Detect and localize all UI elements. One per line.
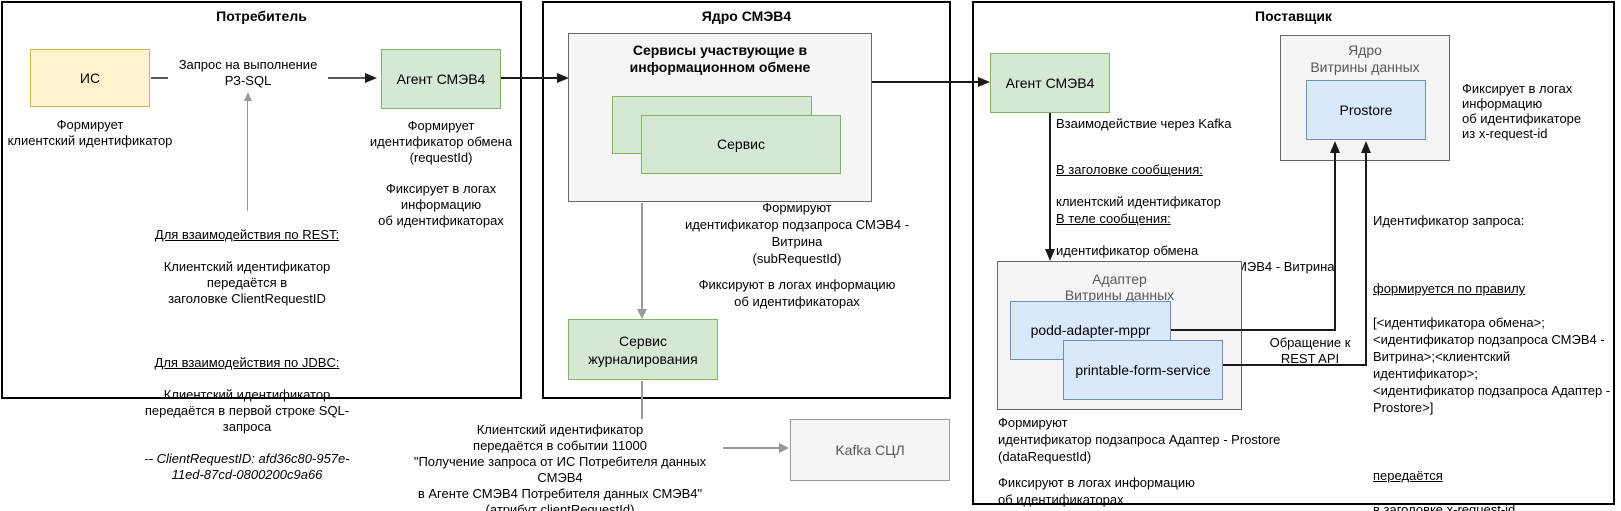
provider-body-heading: В теле сообщения: xyxy=(1056,211,1171,226)
arrow-podd-to-prostore-hline xyxy=(1171,329,1336,331)
consumer-agent-note-top: Формирует идентификатор обмена (requestI… xyxy=(369,118,513,165)
request-id-note: Идентификатор запроса: формируется по пр… xyxy=(1373,195,1616,511)
podd-adapter-label: podd-adapter-mppr xyxy=(1030,322,1151,338)
is-node-label: ИС xyxy=(79,69,101,86)
panel-consumer-title: Потребитель xyxy=(216,8,307,24)
printable-form-service-node: printable-form-service xyxy=(1063,340,1223,400)
service-node-label: Сервис xyxy=(717,136,765,152)
provider-agent-label: Агент СМЭВ4 xyxy=(1005,74,1095,91)
arrow-services-to-provider-line xyxy=(872,81,979,83)
arrow-pfs-to-prostore-hline xyxy=(1223,364,1367,366)
pass-body: в заголовке x-request-id xyxy=(1373,502,1516,511)
jdbc-note-body: Клиентский идентификатор передаётся в пе… xyxy=(144,387,350,434)
consumer-agent-note-bottom: Фиксирует в логах информацию об идентифи… xyxy=(378,181,504,228)
rest-api-label: Обращение к REST API xyxy=(1269,335,1351,366)
rest-jdbc-note: Для взаимодействия по REST: Клиентский и… xyxy=(117,211,377,499)
note-to-kafka-line xyxy=(723,447,780,449)
provider-agent-node: Агент СМЭВ4 xyxy=(990,53,1110,113)
journal-note: Клиентский идентификатор передаётся в со… xyxy=(413,422,707,511)
note-to-label-line xyxy=(247,99,248,211)
service-node-front: Сервис xyxy=(641,115,841,174)
provider-header-body: клиентский идентификатор xyxy=(1056,194,1221,209)
services-to-journal-head xyxy=(637,309,647,319)
provider-kafka-note: Взаимодействие через Kafka xyxy=(1056,116,1232,131)
note-to-kafka-head xyxy=(779,443,789,453)
services-to-journal-line xyxy=(641,203,643,310)
adapter-container-title: Адаптер Витрины данных xyxy=(1064,271,1175,303)
rule-body: [<идентификатора обмена>; <идентификатор… xyxy=(1373,315,1611,415)
is-node: ИС xyxy=(30,49,150,107)
arrow-services-to-provider-head xyxy=(978,77,990,87)
journal-service-node: Сервис журналирования xyxy=(568,319,718,380)
journal-to-note-line xyxy=(641,381,643,419)
consumer-agent-node: Агент СМЭВ4 xyxy=(381,49,501,109)
provider-header-heading: В заголовке сообщения: xyxy=(1056,162,1203,177)
arrow-agent-to-adapter-line xyxy=(1049,113,1051,250)
jdbc-note-example: -- ClientRequestID: afd36c80-957e- 11ed-… xyxy=(144,451,350,482)
panel-core-title: Ядро СМЭВ4 xyxy=(701,8,792,24)
note-to-label-arrowhead xyxy=(244,92,252,101)
request-rz-sql-label: Запрос на выполнение РЗ-SQL xyxy=(168,57,328,89)
arrow-podd-to-prostore-head xyxy=(1330,141,1340,153)
services-note2: Фиксируют в логах информацию об идентифи… xyxy=(698,277,896,309)
arrow-pfs-to-prostore-vline xyxy=(1365,151,1367,366)
rule-heading: формируется по правилу xyxy=(1373,281,1526,296)
prostore-label: Prostore xyxy=(1339,101,1393,118)
arrow-agent-to-adapter-head xyxy=(1045,249,1055,261)
jdbc-note-heading: Для взаимодействия по JDBC: xyxy=(154,355,340,370)
adapter-note2: Фиксируют в логах информацию об идентифи… xyxy=(998,475,1195,507)
arrow-agent-to-services-line xyxy=(501,77,558,79)
vitrina-core-title: Ядро Витрины данных xyxy=(1310,42,1420,75)
rest-note-body: Клиентский идентификатор передаётся в за… xyxy=(163,259,331,306)
kafka-scl-label: Kafka СЦЛ xyxy=(835,441,905,458)
pass-heading: передаётся xyxy=(1373,468,1443,483)
request-id-gap1 xyxy=(1373,246,1616,263)
rest-jdbc-gap xyxy=(117,323,377,339)
provider-header-note: В заголовке сообщения: клиентский иденти… xyxy=(1056,146,1346,226)
printable-form-service-label: printable-form-service xyxy=(1075,361,1211,378)
services-note: Формируют идентификатор подзапроса СМЭВ4… xyxy=(684,200,910,266)
adapter-note: Формируют идентификатор подзапроса Адапт… xyxy=(998,415,1281,464)
arrow-agent-to-services-head xyxy=(557,73,569,83)
request-id-title: Идентификатор запроса: xyxy=(1373,213,1525,228)
journal-service-label: Сервис журналирования xyxy=(588,332,698,367)
arrow-podd-to-prostore-vline xyxy=(1334,151,1336,331)
kafka-scl-node: Kafka СЦЛ xyxy=(790,419,950,481)
prostore-note: Фиксирует в логах информацию об идентифи… xyxy=(1462,81,1582,141)
request-id-gap2 xyxy=(1373,433,1616,450)
arrow-pfs-to-prostore-head xyxy=(1361,141,1371,153)
prostore-node: Prostore xyxy=(1306,80,1426,140)
arrow-is-to-agent-head xyxy=(365,73,377,83)
consumer-agent-label: Агент СМЭВ4 xyxy=(396,70,486,87)
rest-note-heading: Для взаимодействия по REST: xyxy=(154,227,340,242)
panel-provider-title: Поставщик xyxy=(1255,8,1332,24)
services-container-title: Сервисы участвующие в информационном обм… xyxy=(629,42,811,75)
is-note: Формирует клиентский идентификатор xyxy=(7,117,173,148)
